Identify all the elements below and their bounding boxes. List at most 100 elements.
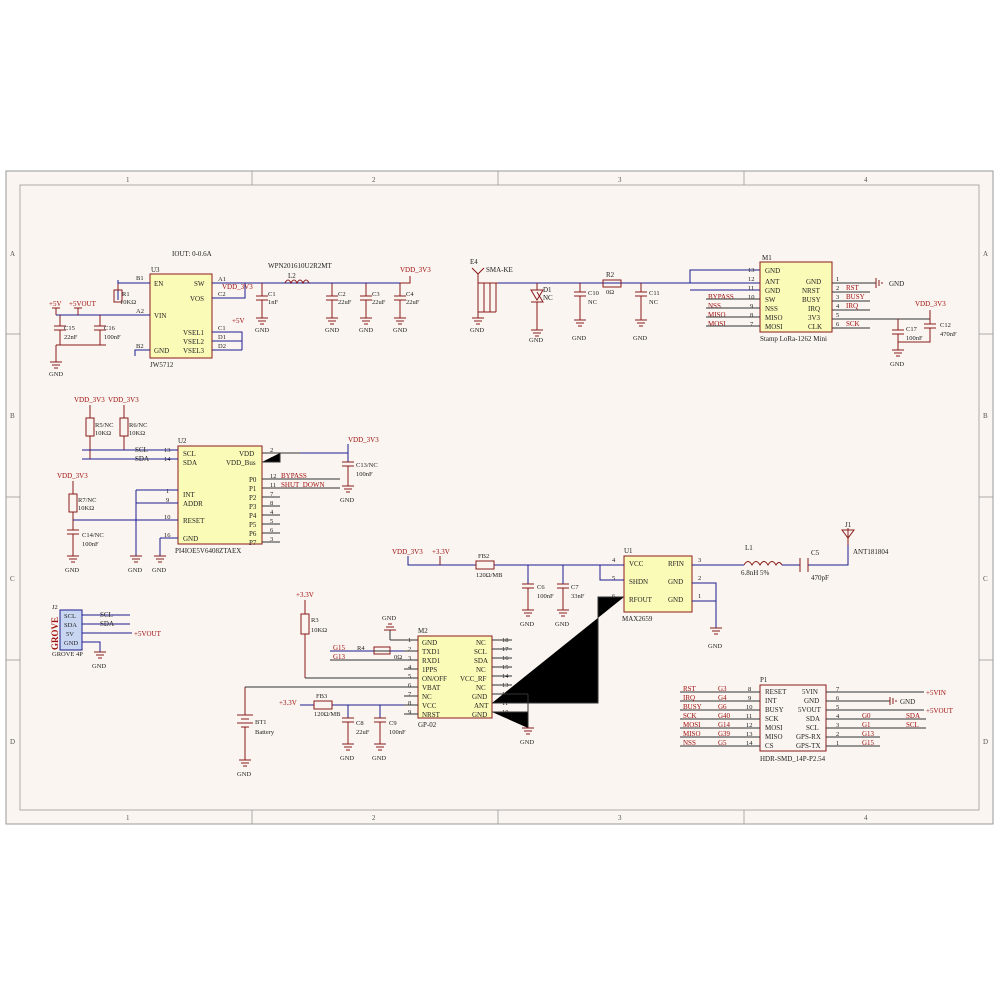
m1-num-9: 9	[750, 303, 753, 310]
p1-pin-5vout: 5VOUT	[798, 706, 822, 714]
j2-part: GROVE 4P	[52, 651, 83, 658]
d1-designator: D1	[543, 286, 552, 294]
m1-body	[759, 261, 833, 333]
p1-net-scl: SCL	[906, 721, 919, 729]
m2-num-9: 9	[408, 709, 411, 716]
col-label-bottom-4: 4	[864, 814, 868, 822]
c6-value: 100nF	[537, 593, 554, 600]
m1-num-4: 4	[836, 303, 840, 310]
u1-body	[623, 555, 693, 613]
u2-pin-p0: P0	[249, 476, 257, 484]
p1-pin-sda: SDA	[806, 715, 820, 723]
j2-designator: J2	[52, 604, 58, 611]
u2-num-1: 1	[166, 488, 169, 495]
net-vdd-3v3-lna: VDD_3V3	[392, 548, 423, 556]
u3-part: JW5712	[150, 361, 174, 369]
m2-pin-gnd-1: GND	[422, 639, 437, 647]
c10-gnd-label: GND	[572, 335, 586, 342]
u1-num-1: 1	[698, 593, 701, 600]
p1-gpio-g15: G15	[862, 739, 875, 747]
c7-value: 33nF	[571, 593, 585, 600]
c13-value: 100nF	[356, 471, 373, 478]
net-5v-vsel: +5V	[232, 317, 245, 325]
p1-pin-gps-tx: GPS-TX	[796, 742, 821, 750]
m2-pin-nc-15: NC	[476, 666, 486, 674]
u3-net-c1: C1	[218, 325, 226, 332]
u2-num-2: 2	[270, 447, 273, 454]
u3-pin-en: EN	[154, 280, 163, 288]
col-label-top-1: 1	[126, 176, 130, 184]
c14-value: 100nF	[82, 541, 99, 548]
u2-pin-scl: SCL	[183, 450, 196, 458]
net-g13-gps: G13	[333, 653, 346, 661]
r7-value: 10KΩ	[78, 505, 94, 512]
r6-value: 10KΩ	[129, 430, 145, 437]
fb3-designator: FB3	[316, 693, 327, 700]
u2-num-9: 9	[166, 497, 169, 504]
row-label-left-d: D	[10, 738, 15, 746]
m1-pin-nss: NSS	[765, 305, 778, 313]
m1-num-1: 1	[836, 276, 839, 283]
p1-num-7: 7	[836, 686, 840, 693]
row-label-left-a: A	[10, 250, 15, 258]
m1-pin-irq: IRQ	[808, 305, 820, 313]
j1-designator: J1	[845, 521, 852, 529]
c17-gnd-label: GND	[890, 361, 904, 368]
u2-num-16: 16	[164, 532, 171, 539]
e4-part: SMA-KE	[486, 266, 513, 274]
fb3-value: 120Ω/MB	[314, 711, 341, 718]
m1-part: Stamp LoRa-1262 Mini	[760, 335, 827, 343]
m2-pin-vbat: VBAT	[422, 684, 441, 692]
u2-pin-addr: ADDR	[183, 500, 203, 508]
u2-pin-p1: P1	[249, 485, 257, 493]
p1-pin-sck: SCK	[765, 715, 779, 723]
m1-num-13: 13	[748, 267, 755, 274]
u3-net-a1: A1	[218, 276, 226, 283]
fb2-designator: FB2	[478, 553, 489, 560]
net-5v: +5V	[49, 300, 62, 308]
net-bypass-lora: BYPASS	[708, 293, 734, 301]
c6-designator: C6	[537, 584, 545, 591]
m1-pin-busy: BUSY	[802, 296, 821, 304]
j2-pin-scl: SCL	[64, 613, 76, 620]
u3-net-c2: C2	[218, 291, 226, 298]
c7-designator: C7	[571, 584, 579, 591]
c9-designator: C9	[389, 720, 397, 727]
e4-designator: E4	[470, 258, 478, 266]
gps-section: M2 GP-02 GND TXD1 RXD1 1PPS ON/OFF VBAT …	[237, 591, 624, 778]
p1-net-sck: SCK	[683, 712, 697, 720]
r2-designator: R2	[606, 271, 615, 279]
u2-pin-p6: P6	[249, 530, 257, 538]
p1-net-busy: BUSY	[683, 703, 702, 711]
j2-body	[59, 609, 83, 651]
p1-pin-cs: CS	[765, 742, 774, 750]
net-5vout: +5VOUT	[69, 300, 97, 308]
net-vdd-r7: VDD_3V3	[57, 472, 88, 480]
p1-net-5vin: +5VIN	[926, 689, 946, 697]
inner-border	[19, 184, 980, 811]
u1-num-6: 6	[612, 593, 616, 600]
net-shutdown-u2: SHUT_DOWN	[281, 481, 325, 489]
net-vdd-r5: VDD_3V3	[74, 396, 105, 404]
p1-num-2: 2	[836, 731, 839, 738]
c13-gnd-label: GND	[340, 497, 354, 504]
grove-connector: J2 GROVE GROVE 4P SCL SDA 5V GND SCL SDA…	[50, 604, 162, 670]
p1-part: HDR-SMD_14P-P2.54	[760, 755, 826, 763]
net-irq-lora: IRQ	[846, 302, 858, 310]
u2-pin-reset: RESET	[183, 517, 205, 525]
p1-num-8: 8	[748, 686, 751, 693]
c1-gnd-label: GND	[255, 327, 269, 334]
row-label-right-d: D	[983, 738, 988, 746]
p1-pin-scl: SCL	[806, 724, 819, 732]
m1-designator: M1	[762, 254, 772, 262]
bt1-gnd-label: GND	[237, 771, 251, 778]
r6-designator: R6/NC	[129, 422, 147, 429]
l2-part: WPN201610U2R2MT	[268, 262, 333, 270]
p1-pin-int: INT	[765, 697, 777, 705]
grove-logo: GROVE	[50, 617, 60, 650]
m2-pin-scl: SCL	[474, 648, 487, 656]
u3-pin-gnd: GND	[154, 347, 169, 355]
u2-pin-p4: P4	[249, 512, 257, 520]
p1-num-5: 5	[836, 704, 839, 711]
m1-pin-clk: CLK	[808, 323, 822, 331]
